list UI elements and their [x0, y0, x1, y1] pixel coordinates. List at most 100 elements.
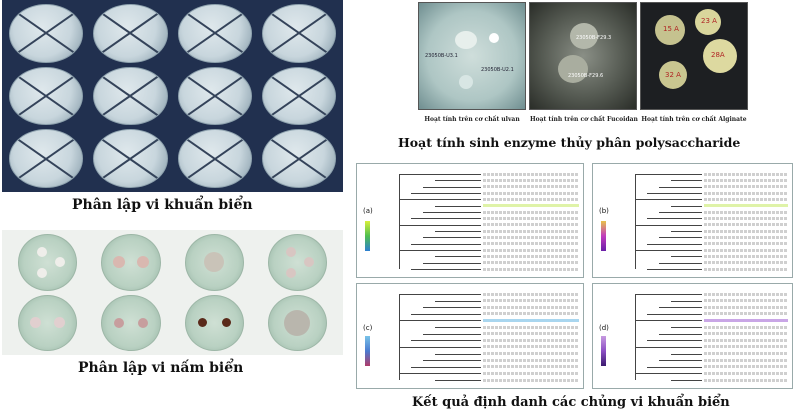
tree-branch	[435, 380, 482, 381]
tree-branch	[435, 300, 482, 302]
tree-branch	[635, 224, 703, 226]
tree-leaf-label	[704, 325, 788, 329]
tree-leaf-label	[704, 261, 788, 265]
enzyme-plates: 23050B-U3.1 23050B-U2.1 Hoạt tính trên c…	[418, 2, 748, 123]
petri-dish-icon	[9, 4, 84, 63]
tree-leaf-label	[704, 352, 788, 356]
tree-branch	[647, 218, 703, 219]
tree-branch	[659, 360, 703, 361]
tree-leaf-label	[704, 210, 788, 214]
enzyme-code-32a: 32 A	[665, 71, 681, 79]
enzyme-code-23a: 23 A	[701, 17, 717, 25]
petri-dish-icon	[184, 294, 244, 351]
fungal-colony	[36, 267, 47, 278]
tree-branch	[411, 313, 482, 315]
tree-branch	[671, 300, 703, 302]
tree-panel-c: (c)	[356, 283, 584, 389]
tree-branch	[635, 320, 703, 322]
tree-leaf-label	[704, 305, 788, 309]
tree-leaf-label	[704, 378, 788, 382]
tree-branch	[399, 199, 482, 200]
color-scale-bar	[365, 336, 370, 366]
tree-branch	[435, 353, 482, 355]
tree-leaf-label	[704, 223, 788, 227]
petri-dish-icon	[93, 66, 168, 126]
tree-branch	[659, 237, 703, 238]
tree-branch	[423, 307, 482, 308]
tree-leaf-label	[483, 216, 579, 220]
tree-branch	[671, 353, 703, 355]
tree-branch	[671, 327, 703, 328]
enzyme-label-fucoidan: Hoạt tính trên cơ chất Fucoidan	[530, 116, 638, 123]
fungal-colony	[112, 256, 125, 269]
tree-leaf-label	[704, 371, 788, 375]
petri-dish-icon	[261, 4, 336, 63]
tree-leaf-label	[483, 292, 579, 296]
enzyme-plate-alginate: 15 A 23 A 28A 32 A Hoạt tính trên cơ chấ…	[640, 2, 748, 123]
tree-leaf-label	[483, 338, 579, 342]
fungal-colony	[197, 318, 207, 328]
tree-leaf-label	[704, 178, 788, 182]
tree-leaf-label	[483, 345, 579, 349]
tree-leaf-label	[483, 371, 579, 375]
fungi-plates-grid	[2, 230, 343, 355]
enzyme-plate-ulvan: 23050B-U3.1 23050B-U2.1 Hoạt tính trên c…	[418, 2, 526, 123]
tree-leaf-label	[704, 216, 788, 220]
petri-dish-icon	[177, 66, 252, 126]
tree-leaf-label	[483, 185, 579, 189]
tree-branch	[671, 231, 703, 232]
tree-branch	[399, 373, 482, 374]
tree-leaf-label	[483, 352, 579, 356]
petri-dish-icon	[9, 66, 84, 126]
enzyme-code-f293: 23050B-F29.3	[576, 35, 612, 41]
fungal-colony	[286, 246, 297, 257]
petri-dish-icon	[9, 129, 84, 188]
tree-leaf-label	[704, 248, 788, 252]
fungal-colony	[136, 256, 149, 269]
color-scale-bar	[601, 220, 606, 251]
petri-dish-icon	[101, 294, 161, 351]
tree-leaf-label	[483, 172, 579, 176]
tree-leaf-label	[483, 197, 579, 201]
tree-branch	[399, 320, 482, 322]
tree-branch	[647, 313, 703, 315]
enzyme-label-ulvan: Hoạt tính trên cơ chất ulvan	[424, 116, 520, 123]
tree-leaf-label	[483, 325, 579, 329]
fungal-colony	[54, 317, 66, 329]
tree-branch	[435, 256, 482, 257]
tree-leaf-label	[483, 204, 579, 208]
tree-panel-letter: (a)	[363, 206, 373, 215]
tree-leaf-label	[704, 292, 788, 296]
tree-leaf-label	[704, 191, 788, 195]
tree-leaf-label	[483, 242, 579, 246]
tree-leaf-label	[704, 345, 788, 349]
tree-branch	[411, 340, 482, 341]
tree-trunk	[635, 294, 636, 380]
tree-leaf-label	[483, 312, 579, 316]
tree-leaf-label	[704, 197, 788, 201]
color-scale-bar	[365, 220, 370, 251]
tree-leaf-label	[483, 378, 579, 382]
tree-branch	[435, 327, 482, 328]
tree-leaf-label	[704, 332, 788, 336]
enzyme-code-15a: 15 A	[663, 25, 679, 33]
tree-panel-d: (d)	[592, 283, 793, 389]
tree-branch	[399, 294, 482, 295]
tree-leaf-label	[704, 318, 788, 322]
tree-branch	[671, 380, 703, 381]
tree-branch	[635, 346, 703, 348]
tree-branch	[423, 360, 482, 361]
tree-branch	[659, 186, 703, 188]
tree-leaf-label	[483, 254, 579, 258]
tree-leaf-label	[704, 242, 788, 246]
petri-dish-icon	[18, 234, 78, 291]
tree-leaf-label	[483, 267, 579, 271]
tree-leaf-label	[704, 358, 788, 362]
tree-leaf-label	[483, 191, 579, 195]
petri-dish-icon	[267, 234, 327, 291]
bacteria-plates-grid	[2, 0, 343, 192]
tree-branch	[423, 333, 482, 335]
tree-branch	[411, 193, 482, 194]
tree-leaf-label	[483, 332, 579, 336]
fungal-colony	[113, 317, 124, 328]
